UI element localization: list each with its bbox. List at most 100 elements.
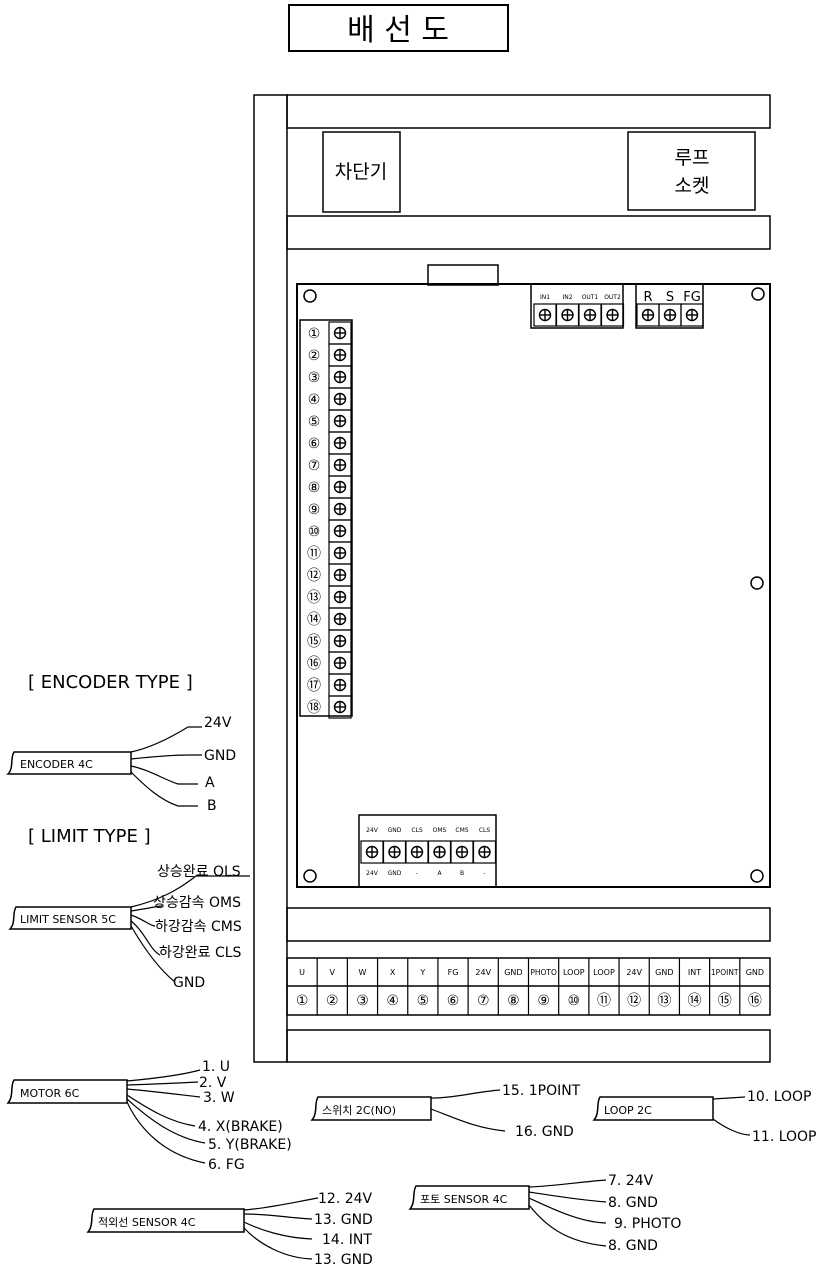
motor-cable-end xyxy=(6,1079,128,1104)
board-tab xyxy=(427,264,499,286)
cabinet-lower-bar xyxy=(286,907,771,942)
terminal-number: ⑯ xyxy=(307,656,321,672)
bottom-terminal-bottom-label: - xyxy=(483,870,485,877)
strip-number: ⑬ xyxy=(657,993,671,1009)
title-frame xyxy=(288,4,509,52)
mount-hole xyxy=(751,287,765,301)
strip-number: ⑦ xyxy=(477,993,490,1009)
terminal-number: ② xyxy=(308,348,321,364)
switch-cable-label: 스위치 2C(NO) xyxy=(322,1104,396,1117)
terminal-number: ① xyxy=(308,326,321,342)
encoder-wire-a: A xyxy=(205,775,215,791)
strip-number: ⑮ xyxy=(718,993,732,1009)
strip-number: ③ xyxy=(356,993,369,1009)
bottom-terminal-top-label: 24V xyxy=(366,827,379,834)
limit-wire-cms: 하강감속 CMS xyxy=(155,919,242,935)
strip-number: ⑨ xyxy=(537,993,550,1009)
loop-socket-label-line2: 소켓 xyxy=(675,175,710,197)
limit-wires xyxy=(130,875,250,983)
ir-wire-gnd-1: 13. GND xyxy=(314,1212,373,1228)
control-board xyxy=(296,283,771,888)
strip-number: ② xyxy=(326,993,339,1009)
bottom-terminal-bottom-label: A xyxy=(437,870,442,877)
loop-socket-label-line1: 루프 xyxy=(675,147,710,169)
limit-wire-gnd: GND xyxy=(173,975,205,991)
encoder-wire-gnd: GND xyxy=(204,748,236,764)
terminal-number: ⑫ xyxy=(307,568,321,584)
photo-wire-photo: 9. PHOTO xyxy=(614,1216,681,1232)
power-terminal-label: R xyxy=(643,290,652,305)
strip-label: LOOP xyxy=(593,968,615,977)
page-title: 배 선 도 xyxy=(347,13,449,48)
terminal-number: ⑪ xyxy=(307,546,321,562)
breaker-box xyxy=(322,131,401,213)
ir-wire-int: 14. INT xyxy=(322,1232,372,1248)
breaker-label: 차단기 xyxy=(335,161,387,183)
terminal-number: ⑦ xyxy=(308,458,321,474)
loop-wire-10: 10. LOOP xyxy=(747,1089,812,1105)
limit-cable-label: LIMIT SENSOR 5C xyxy=(20,913,116,926)
terminal-number: ④ xyxy=(308,392,321,408)
encoder-wire-24v: 24V xyxy=(204,715,232,731)
strip-label: GND xyxy=(655,968,673,977)
terminal-cell xyxy=(472,840,497,864)
encoder-type-heading: [ ENCODER TYPE ] xyxy=(28,672,193,693)
ir-wires xyxy=(243,1197,319,1260)
motor-wire-v: 2. V xyxy=(199,1075,227,1091)
ir-sensor-cable-label: 적외선 SENSOR 4C xyxy=(98,1216,196,1229)
strip-label: GND xyxy=(746,968,764,977)
bottom-terminal-top-label: OMS xyxy=(433,827,447,834)
terminal-cell xyxy=(600,303,625,327)
strip-label: U xyxy=(299,968,305,977)
bottom-terminal-bottom-label: - xyxy=(416,870,418,877)
strip-number: ④ xyxy=(386,993,399,1009)
photo-wire-gnd-1: 8. GND xyxy=(608,1195,658,1211)
terminal-number: ⑨ xyxy=(308,502,321,518)
ir-wire-gnd-2: 13. GND xyxy=(314,1252,373,1268)
strip-number: ① xyxy=(296,993,309,1009)
terminal-number: ③ xyxy=(308,370,321,386)
motor-wires xyxy=(126,1069,206,1164)
strip-label: Y xyxy=(419,968,425,977)
strip-number: ⑧ xyxy=(507,993,520,1009)
encoder-cable-end xyxy=(6,751,132,775)
encoder-cable-label: ENCODER 4C xyxy=(20,758,93,771)
limit-wire-oms: 상승감속 OMS xyxy=(153,895,241,911)
terminal-number: ⑬ xyxy=(307,590,321,606)
strip-number: ⑩ xyxy=(568,993,581,1009)
strip-label: LOOP xyxy=(563,968,585,977)
strip-number: ⑭ xyxy=(688,993,702,1009)
strip-label: 24V xyxy=(626,968,642,977)
motor-wire-u: 1. U xyxy=(202,1059,230,1075)
terminal-number: ⑰ xyxy=(307,678,321,694)
cabinet-bottom-bar xyxy=(286,1029,771,1063)
ir-sensor-cable-end xyxy=(86,1208,245,1233)
io-terminal-label: IN2 xyxy=(562,294,572,301)
strip-label: 24V xyxy=(475,968,491,977)
ir-wire-24v: 12. 24V xyxy=(318,1191,373,1207)
photo-wires xyxy=(528,1179,607,1247)
switch-wire-gnd: 16. GND xyxy=(515,1124,574,1140)
loop-cable-end xyxy=(592,1096,714,1121)
strip-label: GND xyxy=(504,968,522,977)
strip-label: W xyxy=(359,968,367,977)
mount-hole xyxy=(750,869,764,883)
photo-wire-24v: 7. 24V xyxy=(608,1173,654,1189)
terminal-cell xyxy=(680,303,704,327)
loop-socket-box xyxy=(627,131,756,211)
motor-wire-x: 4. X(BRAKE) xyxy=(198,1119,283,1135)
bottom-terminal-top-label: GND xyxy=(388,827,402,834)
terminal-number: ⑧ xyxy=(308,480,321,496)
strip-number: ⑯ xyxy=(748,993,762,1009)
strip-label: PHOTO xyxy=(530,968,557,977)
photo-sensor-cable-label: 포토 SENSOR 4C xyxy=(420,1193,508,1206)
terminal-number: ⑩ xyxy=(308,524,321,540)
mount-hole xyxy=(303,869,317,883)
terminal-number: ⑥ xyxy=(308,436,321,452)
switch-wires xyxy=(430,1089,506,1132)
motor-wire-w: 3. W xyxy=(203,1090,235,1106)
